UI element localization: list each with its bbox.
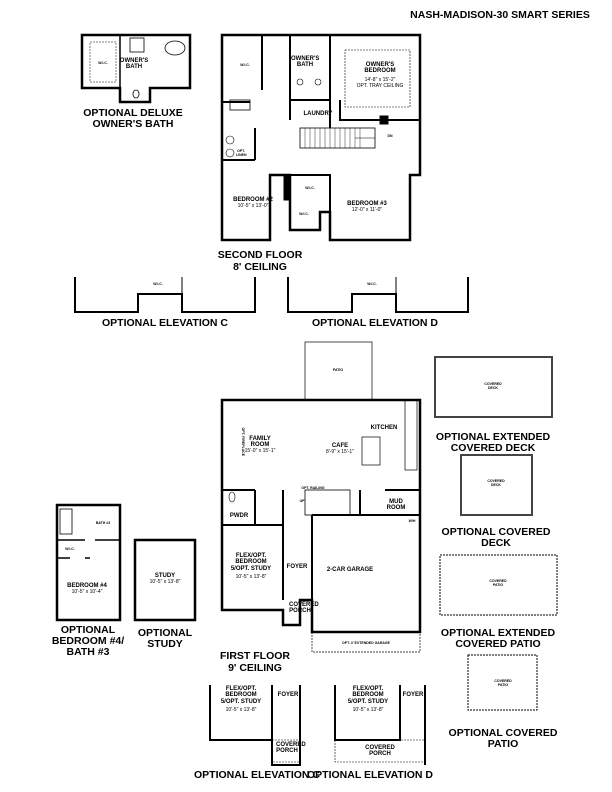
deluxe-bath-label: OWNER'S BATH — [119, 58, 149, 71]
family-room-label: FAMILY ROOM — [249, 436, 271, 449]
foyer-label: FOYER — [402, 692, 424, 698]
upper-elevation-d — [287, 277, 469, 313]
covered-deck-title: OPTIONAL COVERED DECK — [441, 526, 551, 550]
foyer-label: FOYER — [286, 564, 308, 570]
family-room-dim: 15'-0" x 15'-1" — [244, 448, 276, 454]
wic-label: W.I.C. — [367, 282, 377, 286]
first-floor-title: FIRST FLOOR — [220, 650, 290, 662]
water-heater-label: W/H — [408, 519, 416, 523]
covered-patio-outline — [467, 654, 538, 711]
flex-room-label: FLEX/OPT. BEDROOM 5/OPT. STUDY — [220, 686, 262, 705]
second-floor-title: SECOND FLOOR — [217, 249, 303, 261]
optional-study-plan — [133, 538, 197, 622]
deluxe-bath-title: OPTIONAL DELUXE OWNER'S BATH — [83, 107, 183, 131]
covered-porch-label: COVERED PORCH — [276, 742, 306, 755]
opt-railing-label: OPT. RAILING — [301, 486, 325, 490]
owners-bedroom-label: OWNER'S BEDROOM — [364, 62, 396, 75]
stairs-dn-label: DN — [387, 134, 393, 138]
bath3-label: BATH #3 — [95, 521, 111, 525]
first-floor-plan — [220, 398, 422, 653]
ext-covered-deck-title: OPTIONAL EXTENDED COVERED DECK — [435, 431, 551, 455]
wic-label: W.I.C. — [299, 212, 309, 216]
mud-room-label: MUD ROOM — [386, 499, 406, 512]
garage-label: 2-CAR GARAGE — [326, 567, 374, 573]
study-label: STUDY — [154, 573, 176, 579]
up-label: UP — [299, 499, 305, 503]
lower-elevation-d-title: OPTIONAL ELEVATION D — [306, 769, 434, 781]
pwdr-label: PWDR — [229, 513, 249, 519]
flex-room-dim: 10'-5" x 13'-8" — [352, 707, 384, 713]
laundry-label: LAUNDRY — [303, 111, 333, 117]
covered-patio-title: OPTIONAL COVERED PATIO — [448, 727, 558, 751]
wic-label: W.I.C. — [305, 186, 315, 190]
second-floor-ceiling: 8' CEILING — [233, 261, 287, 273]
covered-patio-label: COVERED PATIO — [489, 579, 507, 587]
first-floor-ceiling: 9' CEILING — [228, 662, 282, 674]
tray-ceiling-note: OPT. TRAY CEILING — [356, 83, 404, 89]
foyer-label: FOYER — [277, 692, 299, 698]
wic-label: W.I.C. — [65, 547, 75, 551]
upper-elevation-c-title: OPTIONAL ELEVATION C — [101, 317, 229, 329]
covered-porch-label: COVERED PORCH — [365, 745, 395, 758]
optional-bedroom4-plan — [55, 503, 122, 622]
deluxe-wic-label: W.I.C. — [98, 61, 108, 65]
wic-label: W.I.C. — [240, 63, 250, 67]
flex-room-label: FLEX/OPT. BEDROOM 5/OPT. STUDY — [230, 553, 272, 572]
optional-bedroom4-title: OPTIONAL BEDROOM #4/ BATH #3 — [51, 624, 125, 659]
flex-room-label: FLEX/OPT. BEDROOM 5/OPT. STUDY — [347, 686, 389, 705]
bedroom4-label: BEDROOM #4 — [67, 583, 107, 589]
opt-linen-label: OPT. LINEN — [236, 149, 247, 157]
bedroom2-label: BEDROOM #2 — [233, 197, 273, 203]
wic-label: W.I.C. — [153, 282, 163, 286]
owners-bedroom-dim: 14'-8" x 15'-2" — [364, 77, 396, 83]
covered-patio-label: COVERED PATIO — [494, 679, 512, 687]
ext-covered-patio-outline — [439, 554, 558, 616]
patio-label: PATIO — [332, 368, 344, 372]
lower-elevation-d — [334, 685, 426, 765]
bedroom3-label: BEDROOM #3 — [347, 201, 387, 207]
cafe-label: CAFE — [331, 443, 349, 449]
plan-title: NASH-MADISON-30 SMART SERIES — [410, 9, 590, 21]
kitchen-label: KITCHEN — [370, 425, 398, 431]
lower-elevation-c-title: OPTIONAL ELEVATION C — [193, 769, 321, 781]
deluxe-bath-plan — [80, 33, 192, 104]
second-floor-plan — [220, 33, 422, 242]
ext-covered-patio-title: OPTIONAL EXTENDED COVERED PATIO — [440, 627, 556, 651]
covered-deck-label: COVERED DECK — [484, 382, 502, 390]
flex-room-dim: 10'-5" x 13'-8" — [225, 707, 257, 713]
covered-deck-outline — [460, 454, 533, 516]
flex-room-dim: 10'-5" x 13'-8" — [235, 574, 267, 580]
bedroom2-dim: 10'-5" x 13'-0" — [237, 203, 269, 209]
cafe-dim: 8'-9" x 15'-1" — [326, 449, 354, 455]
study-dim: 10'-5" x 13'-8" — [149, 579, 181, 585]
lower-elevation-c — [209, 685, 301, 766]
owners-bath-label: OWNER'S BATH — [291, 56, 320, 69]
ext-covered-deck-outline — [434, 356, 553, 418]
ext-garage-label: OPT. 4' EXTENDED GARAGE — [342, 641, 390, 645]
bedroom4-dim: 10'-5" x 10'-4" — [71, 589, 103, 595]
optional-study-title: OPTIONAL STUDY — [137, 627, 193, 651]
bedroom3-dim: 12'-0" x 11'-0" — [351, 207, 383, 213]
opt-fireplace-label: OPT. FIREPLACE — [241, 427, 246, 457]
covered-porch-label: COVERED PORCH — [289, 602, 319, 615]
covered-deck-label: COVERED DECK — [487, 479, 505, 487]
upper-elevation-d-title: OPTIONAL ELEVATION D — [311, 317, 439, 329]
upper-elevation-c — [74, 277, 256, 313]
